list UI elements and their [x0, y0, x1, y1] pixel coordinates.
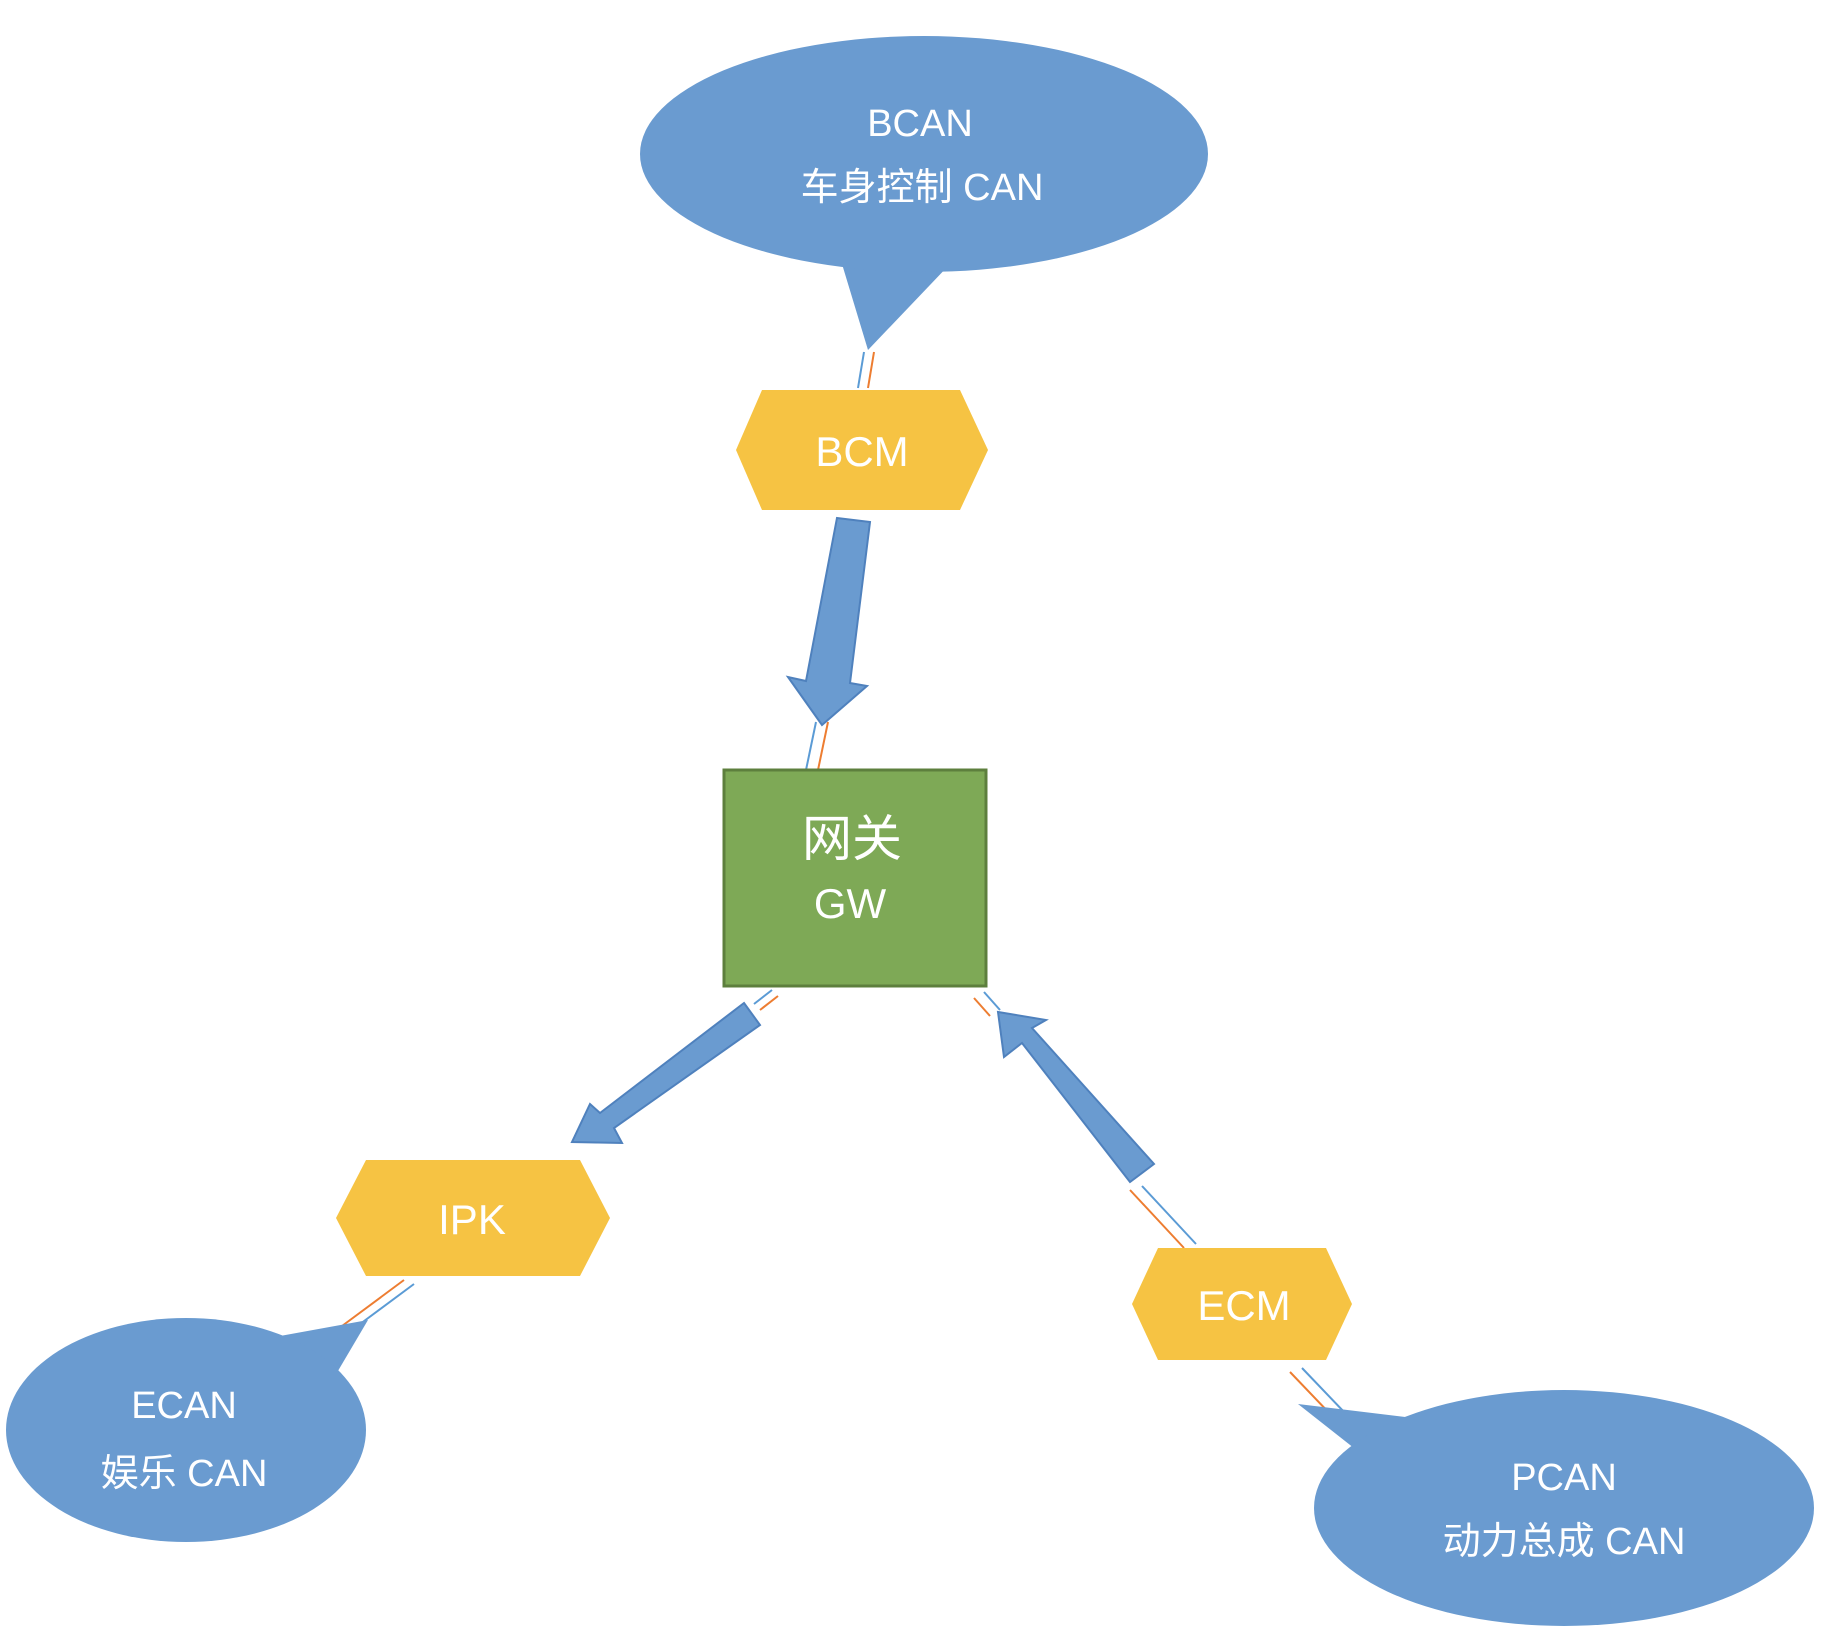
wire-ecm-gw-low-orange: [1129, 1189, 1185, 1249]
gateway-node: 网关 GW: [722, 768, 988, 988]
wire-bcan-bcm-orange: [867, 351, 875, 389]
ipk-label: IPK: [438, 1196, 506, 1243]
bcm-module-shape: [736, 390, 988, 510]
bcm-label: BCM: [815, 428, 908, 475]
pcan-subtitle: 动力总成 CAN: [1443, 1521, 1686, 1563]
bcm-module: BCM: [736, 390, 988, 510]
ecm-label: ECM: [1197, 1282, 1290, 1329]
ipk-module: IPK: [336, 1160, 610, 1276]
gateway-label-en: GW: [814, 880, 887, 927]
ecan-bubble-body: [6, 1318, 366, 1542]
bcan-bubble: BCAN 车身控制 CAN: [640, 36, 1208, 350]
flow-arrows: [570, 516, 1156, 1184]
ecan-title: ECAN: [131, 1385, 237, 1427]
ecan-bubble: ECAN 娱乐 CAN: [6, 1318, 368, 1542]
wire-gw-ipk-orange: [759, 995, 779, 1011]
bcan-title: BCAN: [867, 103, 973, 145]
gateway-label-cn: 网关: [802, 811, 902, 867]
wire-ecm-gw-blue: [983, 991, 1001, 1011]
arrow-ecm-to-gw: [996, 1010, 1156, 1184]
ecm-module-shape: [1132, 1248, 1352, 1360]
bcan-subtitle: 车身控制 CAN: [801, 167, 1044, 209]
wire-ecm-gw-orange: [973, 997, 991, 1017]
pcan-bubble-body: [1314, 1390, 1814, 1626]
pcan-title: PCAN: [1511, 1457, 1617, 1499]
wire-bcm-gw-blue: [805, 721, 817, 771]
arrow-bcm-to-gw: [785, 516, 872, 727]
bcan-bubble-body: [640, 36, 1208, 272]
wire-ecm-gw-low-blue: [1141, 1185, 1197, 1245]
arrow-gw-to-ipk: [570, 1001, 762, 1145]
wire-gw-ipk-blue: [753, 989, 773, 1005]
bcan-bubble-shape: [842, 264, 950, 350]
ecm-module: ECM: [1132, 1248, 1352, 1360]
ipk-module-shape: [336, 1160, 610, 1276]
wire-ecm-pcan-blue: [1301, 1367, 1347, 1415]
wire-ipk-ecan-orange: [341, 1279, 405, 1327]
gateway-shape: [722, 768, 988, 988]
ecan-subtitle: 娱乐 CAN: [101, 1453, 268, 1495]
pcan-bubble: PCAN 动力总成 CAN: [1298, 1390, 1814, 1626]
wire-bcm-gw-orange: [817, 721, 829, 771]
wire-bcan-bcm-blue: [857, 351, 865, 389]
